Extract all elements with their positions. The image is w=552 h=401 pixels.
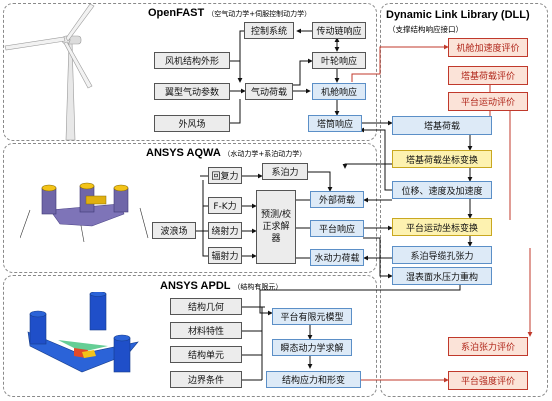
aqwa-panel: [3, 143, 377, 273]
aqwa-subtitle: （水动力学+系泊动力学）: [223, 150, 307, 158]
apdl-title-text: ANSYS APDL: [160, 280, 231, 292]
diffraction-force-box: 绕射力: [208, 222, 242, 239]
mooring-tension-eval-box: 系泊张力评价: [448, 337, 528, 356]
nacelle-acceleration-eval-box: 机舱加速度评价: [448, 38, 528, 57]
apdl-subtitle: （结构有限元）: [233, 283, 283, 291]
platform-response-box: 平台响应: [310, 220, 364, 237]
aero-load-box: 气动荷载: [245, 83, 293, 100]
structure-geometry-box: 结构几何: [170, 298, 242, 315]
control-system-box: 控制系统: [244, 22, 294, 39]
nacelle-response-box: 机舱响应: [312, 83, 366, 100]
wind-field-box: 外风场: [154, 115, 230, 132]
transient-solve-box: 瞬态动力学求解: [272, 339, 352, 356]
openfast-title-text: OpenFAST: [148, 7, 205, 19]
dll-title: Dynamic Link Library (DLL): [386, 9, 530, 21]
aqwa-title-text: ANSYS AQWA: [146, 147, 221, 159]
stress-deformation-box: 结构应力和形变: [266, 371, 361, 388]
platform-fe-model-box: 平台有限元模型: [272, 308, 352, 325]
platform-motion-eval-box: 平台运动评价: [448, 92, 528, 111]
platform-motion-transform-box: 平台运动坐标变换: [392, 218, 492, 236]
fk-force-box: F-K力: [208, 197, 242, 214]
external-load-box: 外部荷载: [310, 191, 364, 208]
openfast-subtitle: （空气动力学+伺服控制动力学）: [207, 10, 312, 18]
wind-turbine-illustration: [4, 3, 95, 141]
airfoil-params-box: 翼型气动参数: [154, 83, 230, 100]
platform-strength-eval-box: 平台强度评价: [448, 371, 528, 390]
apdl-title: ANSYS APDL （结构有限元）: [160, 280, 282, 292]
predictor-corrector-solver-box: 预测/校正求解器: [256, 190, 296, 264]
fairlead-tension-box: 系泊导缆孔张力: [392, 246, 492, 264]
floating-platform-illustration: [20, 182, 149, 242]
wet-surface-pressure-box: 湿表面水压力重构: [392, 267, 492, 285]
rotor-response-box: 叶轮响应: [312, 52, 366, 69]
aqwa-title: ANSYS AQWA （水动力学+系泊动力学）: [146, 147, 306, 159]
tower-load-transform-box: 塔基荷载坐标变换: [392, 150, 492, 168]
boundary-condition-box: 边界条件: [170, 371, 242, 388]
radiation-force-box: 辐射力: [208, 247, 242, 264]
material-property-box: 材料特性: [170, 322, 242, 339]
wave-field-box: 波浪场: [152, 222, 196, 239]
hydro-load-box: 水动力荷载: [310, 249, 364, 266]
openfast-title: OpenFAST （空气动力学+伺服控制动力学）: [148, 7, 311, 19]
fe-mesh-illustration: [27, 292, 139, 373]
structure-shape-box: 风机结构外形: [154, 52, 230, 69]
tower-load-eval-box: 塔基荷载评价: [448, 66, 528, 85]
apdl-panel: [3, 275, 377, 397]
kinematics-box: 位移、速度及加速度: [392, 181, 492, 199]
restoring-force-box: 回复力: [208, 167, 242, 184]
structure-element-box: 结构单元: [170, 346, 242, 363]
dll-subtitle: （支撑结构响应接口）: [388, 25, 463, 34]
drivetrain-response-box: 传动链响应: [312, 22, 366, 39]
tower-response-box: 塔筒响应: [308, 115, 362, 132]
mooring-force-box: 系泊力: [262, 163, 308, 180]
tower-base-load-box: 塔基荷载: [392, 116, 492, 135]
openfast-panel: [3, 3, 377, 141]
